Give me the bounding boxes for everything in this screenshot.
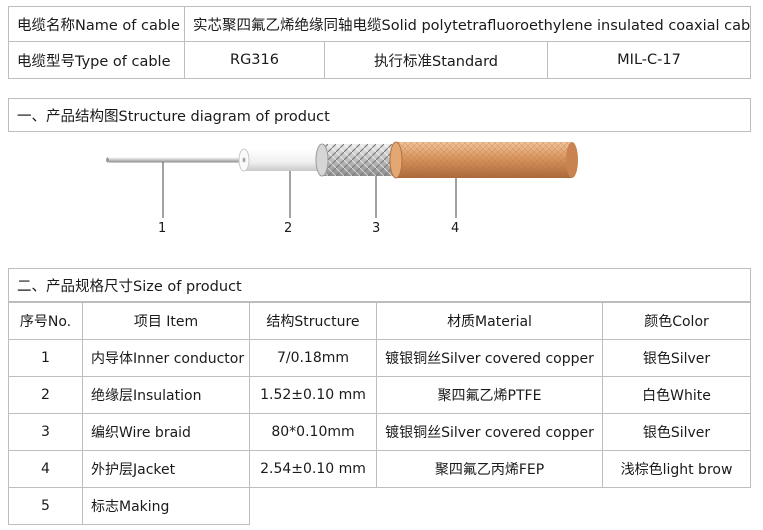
callout-3: 3 bbox=[372, 221, 381, 236]
col-header-structure: 结构Structure bbox=[249, 302, 377, 340]
row-item: 编织Wire braid bbox=[82, 413, 250, 451]
row-item: 外护层Jacket bbox=[82, 450, 250, 488]
row-no: 2 bbox=[8, 376, 83, 414]
row-material: 聚四氟乙烯PTFE bbox=[376, 376, 603, 414]
row-structure: 1.52±0.10 mm bbox=[249, 376, 377, 414]
col-header-no: 序号No. bbox=[8, 302, 83, 340]
row-no: 3 bbox=[8, 413, 83, 451]
row-item: 标志Making bbox=[82, 487, 250, 525]
cable-structure-diagram bbox=[106, 141, 578, 218]
col-header-color: 颜色Color bbox=[602, 302, 751, 340]
callout-4: 4 bbox=[451, 221, 460, 236]
cable-type-value: RG316 bbox=[184, 41, 325, 79]
cable-name-value: 实芯聚四氟乙烯绝缘同轴电缆Solid polytetrafluoroethyle… bbox=[184, 6, 751, 42]
col-header-item: 项目 Item bbox=[82, 302, 250, 340]
cable-type-label: 电缆型号Type of cable bbox=[8, 41, 185, 79]
row-item: 内导体Inner conductor bbox=[82, 339, 250, 377]
row-material: 镀银铜丝Silver covered copper bbox=[376, 339, 603, 377]
row-item: 绝缘层Insulation bbox=[82, 376, 250, 414]
jacket bbox=[389, 141, 578, 179]
row-color: 浅棕色light brow bbox=[602, 450, 751, 488]
row-material: 镀银铜丝Silver covered copper bbox=[376, 413, 603, 451]
row-color: 白色White bbox=[602, 376, 751, 414]
structure-section-title: 一、产品结构图Structure diagram of product bbox=[8, 98, 751, 132]
callout-2: 2 bbox=[284, 221, 293, 236]
row-structure: 2.54±0.10 mm bbox=[249, 450, 377, 488]
callout-leaders bbox=[162, 162, 457, 218]
row-structure: 7/0.18mm bbox=[249, 339, 377, 377]
size-section-title: 二、产品规格尺寸Size of product bbox=[8, 268, 751, 302]
callout-1: 1 bbox=[158, 221, 167, 236]
row-no: 1 bbox=[8, 339, 83, 377]
row-color: 银色Silver bbox=[602, 413, 751, 451]
row-no: 5 bbox=[8, 487, 83, 525]
row-material: 聚四氟乙丙烯FEP bbox=[376, 450, 603, 488]
col-header-material: 材质Material bbox=[376, 302, 603, 340]
standard-label: 执行标准Standard bbox=[324, 41, 548, 79]
row-structure: 80*0.10mm bbox=[249, 413, 377, 451]
standard-value: MIL-C-17 bbox=[547, 41, 751, 79]
cable-name-label: 电缆名称Name of cable bbox=[8, 6, 185, 42]
inner-conductor bbox=[106, 157, 267, 163]
row-no: 4 bbox=[8, 450, 83, 488]
row-color: 银色Silver bbox=[602, 339, 751, 377]
